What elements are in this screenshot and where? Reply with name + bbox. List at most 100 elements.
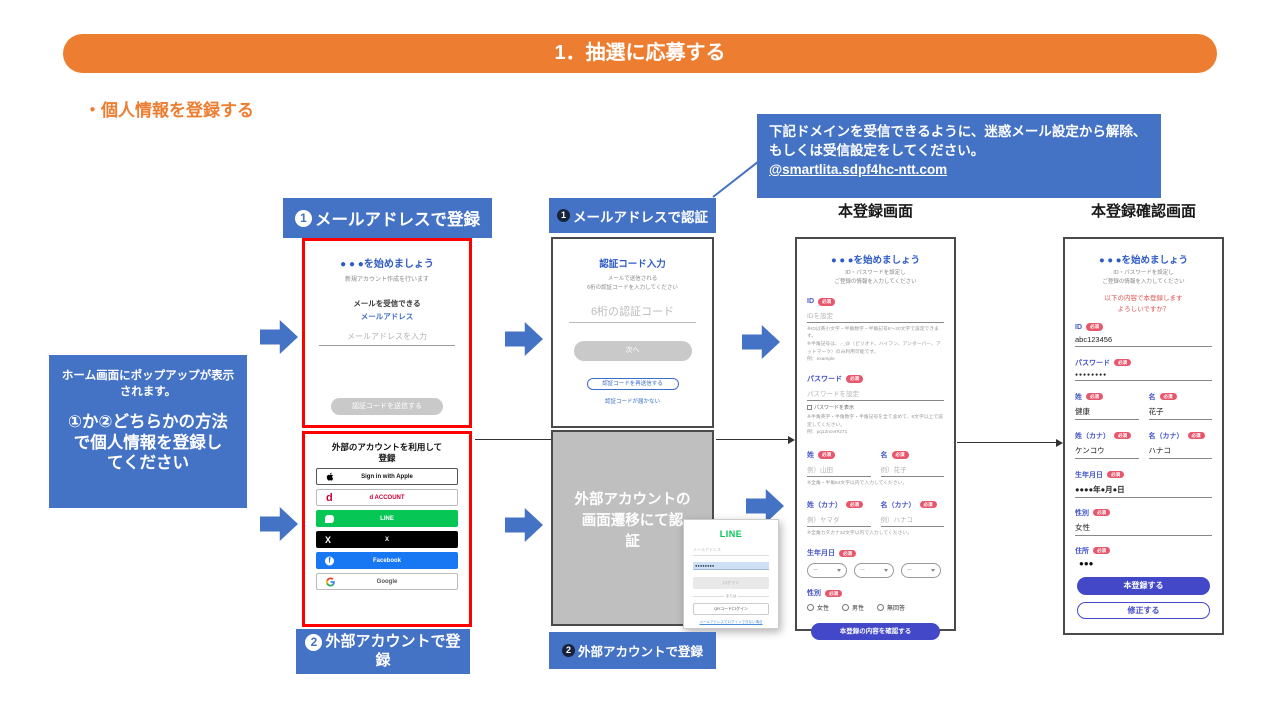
code-sub2: 6桁の認証コードを入力してください bbox=[587, 285, 678, 292]
confirm-registration-button[interactable]: 本登録の内容を確認する bbox=[811, 623, 940, 641]
facebook-icon bbox=[325, 556, 334, 566]
label-text: メールアドレスで登録 bbox=[315, 211, 480, 229]
circled-1-dark-icon: 1 bbox=[557, 209, 570, 222]
line-login-button[interactable]: ログイン bbox=[693, 577, 769, 589]
connector-line bbox=[475, 439, 551, 440]
id-input[interactable]: IDを設定 bbox=[807, 310, 944, 323]
line-password-input[interactable]: ●●●●●●●● bbox=[693, 562, 769, 570]
password-value: ●●●●●●●● bbox=[1075, 372, 1212, 381]
required-badge: 必須 bbox=[1086, 393, 1103, 401]
birth-year-select[interactable]: ー bbox=[807, 563, 847, 579]
firstname-kana-label: 名（カナ） bbox=[880, 501, 916, 509]
password-input[interactable]: パスワードを設定 bbox=[807, 388, 944, 401]
gender-radio-male[interactable]: 男性 bbox=[842, 603, 864, 612]
flow-arrow-icon bbox=[742, 325, 780, 359]
fix-button[interactable]: 修正する bbox=[1077, 601, 1210, 619]
callout-line1: 下記ドメインを受信できるように、迷惑メール設定から解除、 bbox=[769, 124, 1147, 139]
note-small-text: ホーム画面にポップアップが表示 されます。 bbox=[61, 370, 235, 399]
callout-connector-line bbox=[712, 161, 759, 198]
lastname-kana-label: 姓（カナ） bbox=[1075, 432, 1110, 440]
show-password-checkbox[interactable]: パスワードを表示 bbox=[807, 404, 944, 411]
birth-day-select[interactable]: ー bbox=[901, 563, 941, 579]
line-icon bbox=[325, 514, 334, 523]
name-note: ※全角・半角64文字以内で入力してください。 bbox=[807, 481, 908, 487]
google-icon bbox=[326, 577, 335, 587]
code-input[interactable]: 6桁の認証コード bbox=[569, 303, 696, 324]
signin-facebook-button[interactable]: Facebook bbox=[316, 552, 458, 570]
gender-radio-noanswer[interactable]: 無回答 bbox=[877, 603, 905, 612]
signin-button-label: Sign in with Apple bbox=[361, 473, 413, 480]
lastname-input[interactable]: 例）山田 bbox=[807, 464, 871, 478]
send-code-button[interactable]: 認証コードを送信する bbox=[331, 398, 443, 415]
circled-1-icon: 1 bbox=[295, 209, 312, 227]
id-label: ID bbox=[807, 298, 814, 306]
line-help-link[interactable]: メールアドレスでログインできない場合 bbox=[699, 620, 763, 624]
address-label: 住所 bbox=[1075, 547, 1089, 555]
signin-button-label: Google bbox=[376, 578, 398, 585]
signin-button-label: X bbox=[384, 536, 389, 543]
email-input[interactable]: メールアドレスを入力 bbox=[319, 331, 455, 346]
code-heading: 認証コード入力 bbox=[599, 259, 666, 270]
resend-code-button[interactable]: 認証コードを再送信する bbox=[586, 378, 679, 391]
checkbox-icon bbox=[807, 405, 812, 410]
label-verify-by-email: 1 メールアドレスで認証 bbox=[549, 198, 716, 233]
register-button[interactable]: 本登録する bbox=[1077, 576, 1210, 595]
gender-label: 性別 bbox=[807, 590, 821, 598]
signin-google-button[interactable]: Google bbox=[316, 573, 458, 591]
birthdate-value: ●●●●年●月●日 bbox=[1075, 484, 1212, 498]
line-email-input[interactable]: メールアドレス bbox=[693, 547, 769, 556]
birth-month-select[interactable]: ー bbox=[854, 563, 894, 579]
reg-heading: ● ● ●を始めましょう bbox=[831, 255, 920, 266]
signin-button-label: LINE bbox=[380, 515, 394, 522]
next-button[interactable]: 次へ bbox=[573, 341, 692, 362]
phone-code-verify: 認証コード入力 メールで送信される 6桁の認証コードを入力してください 6桁の認… bbox=[551, 237, 714, 428]
password-note: ※半角英字・半角数字・半角記号を全て含めて、8文字以上で設定してください。 例：… bbox=[807, 415, 943, 436]
label-text: メールアドレスで認証 bbox=[573, 209, 708, 225]
id-label: ID bbox=[1075, 323, 1082, 331]
confirm-question: 以下の内容で本登録しますよろしいですか？ bbox=[1104, 295, 1183, 314]
gender-radio-female[interactable]: 女性 bbox=[807, 603, 829, 612]
signin-docomo-button[interactable]: d ACCOUNT bbox=[316, 489, 458, 507]
line-qr-button[interactable]: QRコードログイン bbox=[693, 603, 769, 615]
id-value: abc123456 bbox=[1075, 335, 1212, 347]
chevron-down-icon bbox=[931, 569, 935, 573]
lastname-value: 健康 bbox=[1075, 406, 1139, 420]
flow-arrow-icon bbox=[260, 320, 298, 354]
firstname-input[interactable]: 例）花子 bbox=[880, 464, 944, 478]
birthdate-label: 生年月日 bbox=[807, 550, 835, 558]
connector-arrow bbox=[716, 435, 795, 444]
firstname-kana-input[interactable]: 例）ハナコ bbox=[880, 514, 944, 527]
email-domain-link[interactable]: @smartlita.sdpf4hc-ntt.com bbox=[769, 161, 948, 177]
required-badge: 必須 bbox=[846, 500, 863, 509]
lastname-kana-input[interactable]: 例）ヤマダ bbox=[807, 514, 871, 527]
domain-callout: 下記ドメインを受信できるように、迷惑メール設定から解除、 もしくは受信設定をして… bbox=[757, 114, 1161, 198]
firstname-label: 名 bbox=[880, 452, 888, 460]
signin-x-button[interactable]: X bbox=[316, 531, 458, 549]
line-logo: LINE bbox=[719, 529, 743, 539]
code-not-received-link[interactable]: 認証コードが届かない bbox=[604, 399, 660, 406]
signin-apple-button[interactable]: Sign in with Apple bbox=[316, 468, 458, 486]
flow-arrow-icon bbox=[260, 507, 298, 541]
registration-screen-title: 本登録画面 bbox=[837, 203, 913, 220]
phone-confirmation: ● ● ●を始めましょう ID・パスワードを設定し ご登録の情報を入力してくださ… bbox=[1063, 237, 1224, 635]
required-badge: 必須 bbox=[1114, 432, 1131, 440]
label-register-by-email: 1 メールアドレスで登録 bbox=[283, 198, 492, 238]
required-badge: 必須 bbox=[891, 451, 909, 459]
phone-email-register: ● ● ●を始めましょう 新規アカウント作成を行います メールを受信できる メー… bbox=[302, 238, 472, 428]
lastname-kana-value: ケンコウ bbox=[1075, 445, 1139, 459]
code-sub1: メールで送信される bbox=[607, 276, 658, 282]
required-badge: 必須 bbox=[818, 451, 835, 459]
required-badge: 必須 bbox=[846, 375, 863, 383]
email-field-label1: メールを受信できる bbox=[353, 299, 421, 308]
email-field-label2: メールアドレス bbox=[360, 312, 414, 321]
birthdate-label: 生年月日 bbox=[1075, 471, 1103, 479]
lastname-label: 姓 bbox=[807, 452, 814, 460]
connector-arrow bbox=[957, 438, 1063, 447]
circled-2-icon: 2 bbox=[305, 633, 323, 651]
flow-arrow-icon bbox=[505, 508, 543, 542]
flow-arrow-icon bbox=[505, 322, 543, 356]
required-badge: 必須 bbox=[1086, 323, 1103, 331]
signin-line-button[interactable]: LINE bbox=[316, 510, 458, 528]
